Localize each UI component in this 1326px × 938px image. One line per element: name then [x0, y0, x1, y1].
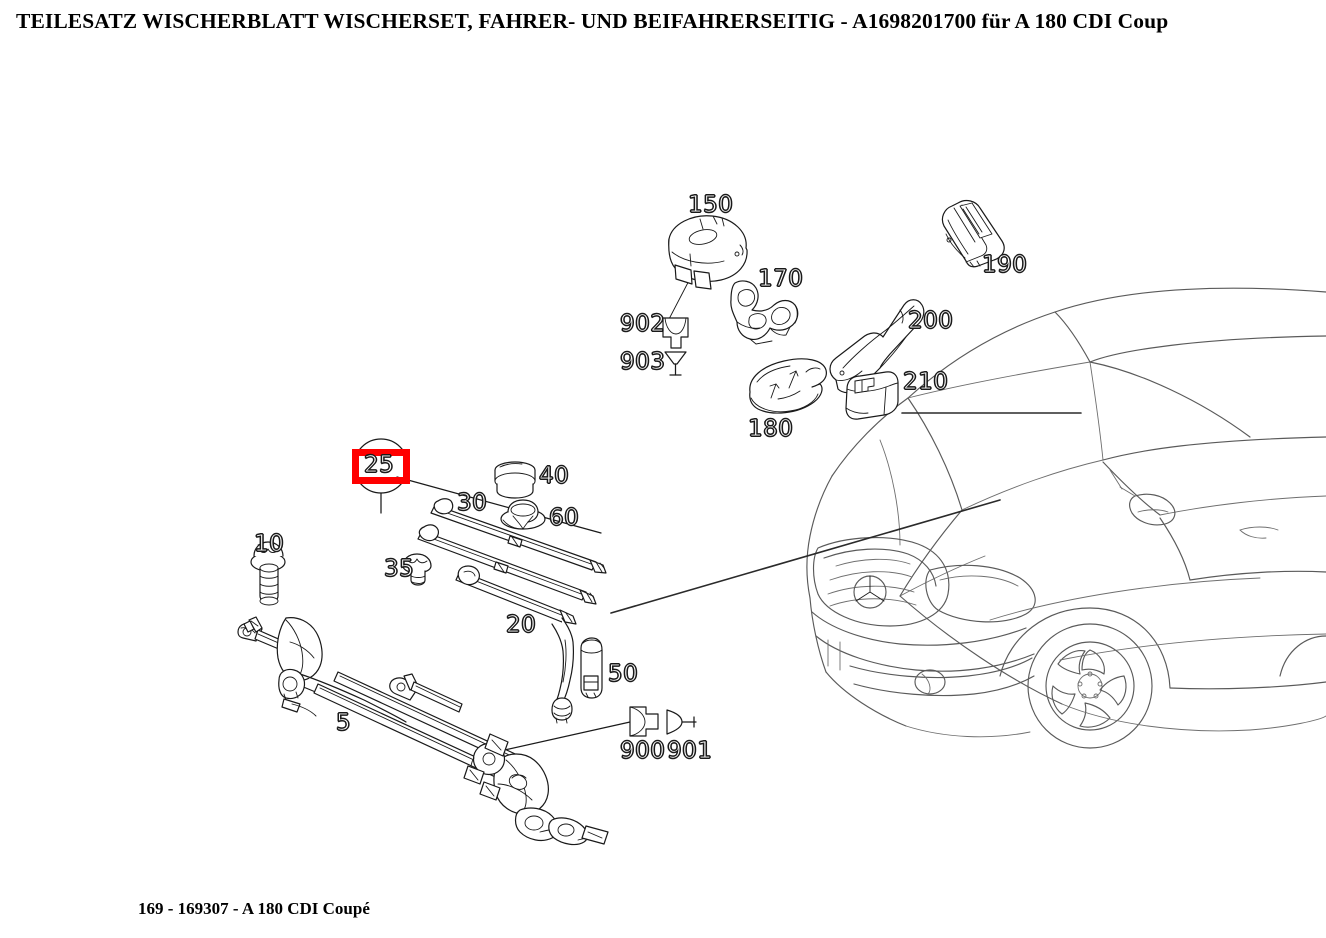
part-10-flange-bolt: [250, 541, 286, 606]
callout-label-210: 210: [902, 369, 949, 395]
callout-label-200: 200: [907, 308, 954, 334]
callout-label-902: 902: [619, 311, 666, 337]
part-40-cap: [494, 461, 536, 499]
part-210-cowl-end-cap: [845, 371, 899, 420]
callout-label-40: 40: [538, 463, 570, 489]
callout-label-50: 50: [607, 661, 639, 687]
callout-label-900: 900: [619, 738, 666, 764]
callout-label-35: 35: [383, 556, 415, 582]
callout-label-25: 25: [363, 452, 395, 478]
part-150-washer-cap: [668, 215, 748, 290]
callout-label-5: 5: [335, 710, 352, 736]
callout-label-170: 170: [757, 266, 804, 292]
part-901-connector: [666, 709, 697, 735]
footer-bar: 169 - 169307 - A 180 CDI Coupé: [138, 898, 370, 924]
part-5-wiper-linkage: [237, 616, 609, 846]
part-60-nut: [500, 499, 546, 530]
callout-label-190: 190: [981, 252, 1028, 278]
part-35-screw: [402, 553, 432, 586]
callout-label-180: 180: [747, 416, 794, 442]
callout-label-903: 903: [619, 349, 666, 375]
part-190-a-pillar-trim: [941, 199, 1005, 268]
part-30-wiper-blade: [430, 498, 607, 574]
callout-label-150: 150: [687, 192, 734, 218]
part-50-arm-cap: [580, 637, 603, 699]
part-20-wiper-arm: [455, 565, 577, 724]
callout-label-20: 20: [505, 612, 537, 638]
title-bar: TEILESATZ WISCHERBLATT WISCHERSET, FAHRE…: [16, 6, 1326, 40]
part-30-wiper-blade-second: [417, 524, 597, 605]
callout-label-901: 901: [666, 738, 713, 764]
part-170-bracket: [730, 280, 799, 345]
part-900-connector: [629, 706, 659, 737]
callout-label-10: 10: [253, 531, 285, 557]
leader-lines: [380, 270, 1082, 752]
footer-reference: 169 - 169307 - A 180 CDI Coupé: [138, 899, 370, 918]
part-903-clip: [664, 351, 687, 376]
part-902-clip: [662, 317, 689, 349]
part-180-cowl-cover: [749, 358, 827, 414]
callout-label-60: 60: [548, 505, 580, 531]
callout-label-30: 30: [456, 490, 488, 516]
vehicle-outline: [806, 287, 1326, 749]
page-title: TEILESATZ WISCHERBLATT WISCHERSET, FAHRE…: [16, 9, 1169, 33]
